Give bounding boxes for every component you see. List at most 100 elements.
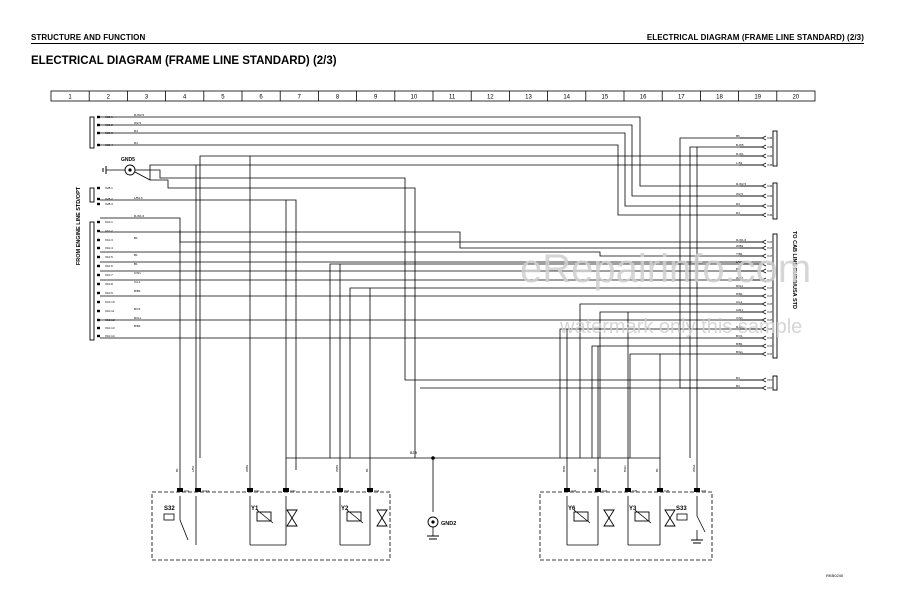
right-terminal-label: X46: [767, 213, 773, 217]
vertical-wire-label: L/B1: [191, 465, 195, 472]
right-wire-label: W/R1: [736, 276, 744, 280]
right-terminal-label: X46: [767, 194, 773, 198]
wire-wb1: [100, 231, 762, 249]
left-terminal-label: X10.6: [105, 264, 113, 268]
right-terminal-label: X47: [767, 269, 773, 273]
right-terminal-chevron: [761, 135, 767, 141]
left-terminal-label: X10.5: [105, 255, 113, 259]
left-terminal-label: X10.9: [105, 291, 113, 295]
wire-gr1: [579, 303, 762, 458]
right-terminal-label: X47: [767, 294, 773, 298]
watermark-brand: eRepairinfo.com: [520, 247, 811, 291]
terminal-y6-a: [564, 488, 570, 492]
left-terminal-label: X28.2: [105, 197, 113, 201]
left-terminal-pin: [97, 273, 100, 277]
left-wire-label: R4: [134, 129, 138, 133]
connector-x26-bar: [89, 116, 95, 149]
wire-rw25: [100, 116, 762, 187]
terminal-label: X30: [254, 489, 260, 493]
left-terminal-label: X10.13: [105, 326, 115, 330]
gnd5-lug-center: [128, 168, 132, 172]
vertical-wire-label: W/G1: [692, 464, 696, 472]
left-terminal-label: X10.8: [105, 282, 113, 286]
right-wire-label: B/G1: [736, 350, 743, 354]
valve-y2-valve-icon: [376, 509, 388, 527]
connector-x10-bar: [89, 221, 95, 341]
s33-contact: [696, 515, 706, 533]
left-wire-label: C/L1: [134, 280, 141, 284]
terminal-label: X35: [664, 489, 670, 493]
terminal-y1-a: [247, 488, 253, 492]
right-terminal-label: X47: [767, 286, 773, 290]
right-terminal-label: X67: [767, 378, 773, 382]
right-terminal-chevron: [761, 309, 767, 315]
valve-y6: [573, 509, 615, 527]
ruler-number: 6: [259, 95, 263, 101]
left-terminal-label: X10.14: [105, 334, 115, 338]
right-wire-label: W2.5: [736, 192, 743, 196]
valve-y1-label: Y1: [251, 506, 259, 512]
ruler-number: 15: [602, 95, 609, 101]
right-wire-label: C/L1: [736, 300, 743, 304]
wire-rw1: [199, 155, 762, 458]
vertical-wire-label: W/B1: [335, 464, 339, 472]
terminal-label: X36: [602, 489, 608, 493]
left-wire-label: B1: [134, 262, 138, 266]
valve-y2-coil: [346, 511, 362, 522]
wire-rw16: [100, 217, 762, 243]
left-terminal-pin: [97, 264, 100, 268]
connector-x46-bar: [772, 182, 778, 220]
right-terminal-chevron: [761, 343, 767, 349]
left-wire-label: C/N1: [134, 271, 141, 275]
left-terminal-label: X28.1: [105, 186, 113, 190]
right-terminal-label: X47: [767, 344, 773, 348]
left-terminal-pin: [97, 229, 100, 233]
terminal-label: X30: [290, 489, 296, 493]
valve-y2-label: Y2: [341, 506, 349, 512]
watermark-note: watermark only this sample: [559, 316, 802, 338]
valve-y1: [256, 509, 298, 527]
left-device-box: [151, 491, 391, 561]
wire-bw5: [689, 146, 762, 458]
valve-y3-valve-icon: [664, 509, 676, 527]
switch-s33-symbol: [676, 513, 688, 521]
right-wire-label: R4: [736, 211, 740, 215]
valve-y6-valve-icon: [603, 509, 615, 527]
right-terminal-chevron: [761, 212, 767, 218]
right-terminal-label: X47: [767, 254, 773, 258]
left-terminal-pin: [97, 197, 100, 201]
right-wire-label: R-W1.6: [736, 238, 746, 242]
terminal-y3-b: [657, 488, 663, 492]
left-terminal-label: X28.3: [105, 202, 113, 206]
right-terminal-chevron: [761, 183, 767, 189]
wire-cn1: [599, 311, 762, 458]
right-wire-label: R-W2.5: [736, 182, 746, 186]
terminal-label: X34: [374, 489, 380, 493]
right-wire-label: C/N1: [736, 316, 743, 320]
connector-x28-bar: [89, 187, 95, 203]
terminal-label: X32X: [202, 489, 209, 493]
left-terminal-pin: [97, 131, 100, 135]
vertical-wire-label: B1: [365, 468, 369, 472]
right-terminal-label: X47: [767, 262, 773, 266]
vertical-wire-label: W/B1: [245, 464, 249, 472]
page-header-title: ELECTRICAL DIAGRAM (FRAME LINE STANDARD)…: [646, 33, 864, 42]
right-terminal-chevron: [761, 193, 767, 199]
left-wire-label: B/B1: [134, 289, 141, 293]
ruler-number: 16: [640, 95, 647, 101]
ruler-number: 18: [716, 95, 723, 101]
switch-s33-label: S33: [676, 506, 687, 512]
right-device-box: [539, 491, 713, 561]
left-wire-label: B1: [134, 253, 138, 257]
page-title: ELECTRICAL DIAGRAM (FRAME LINE STANDARD)…: [31, 55, 337, 67]
right-terminal-label: X47: [767, 246, 773, 250]
right-wire-label: B4: [736, 376, 740, 380]
left-terminal-label: X10.4: [105, 246, 113, 250]
left-terminal-label: X10.11: [105, 309, 115, 313]
right-terminal-label: X47: [767, 336, 773, 340]
right-terminal-label: X47: [767, 318, 773, 322]
right-wire-label: B4: [736, 384, 740, 388]
terminal-label: X36: [571, 489, 577, 493]
ruler-number: 17: [678, 95, 685, 101]
left-terminal-pin: [97, 334, 100, 338]
